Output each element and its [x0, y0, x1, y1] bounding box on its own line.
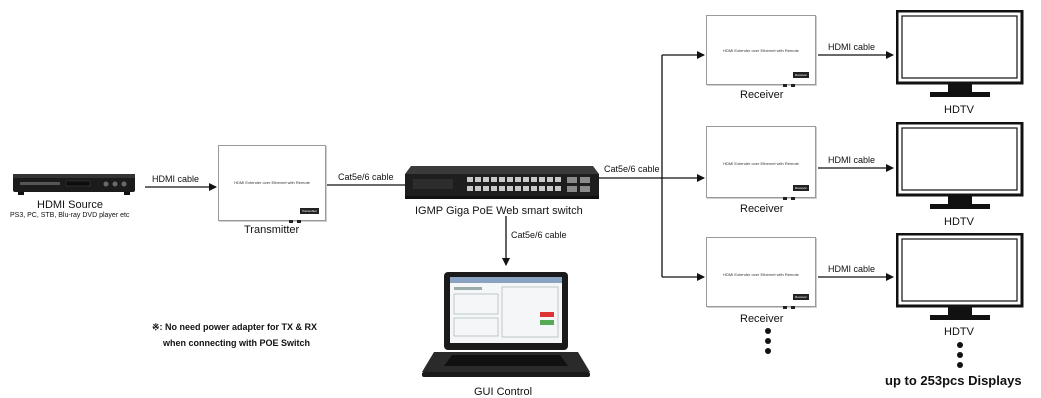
continuation-dot	[765, 338, 771, 344]
continuation-dot	[957, 352, 963, 358]
receiver-badge: Receiver	[793, 294, 809, 300]
note-line-2: when connecting with POE Switch	[163, 338, 311, 348]
hdmi-source-device	[12, 170, 136, 198]
receiver-foot	[791, 306, 795, 309]
source-title: HDMI Source	[37, 199, 104, 211]
transmitter-badge: Transmitter	[299, 208, 319, 214]
receiver-caption-2: Receiver	[740, 203, 784, 215]
receiver-badge: Receiver	[793, 185, 809, 191]
receiver-box-2: HDMI Extender over Ethernet with Remote …	[706, 126, 816, 200]
tv-monitor-icon	[895, 232, 1024, 320]
hdtv-3	[895, 232, 1024, 325]
receiver-caption-3: Receiver	[740, 313, 784, 325]
receiver-foot	[791, 84, 795, 87]
receiver-foot	[783, 197, 787, 200]
cable-label-tx-switch: Cat5e/6 cable	[338, 172, 394, 182]
gui-caption: GUI Control	[474, 386, 533, 398]
transmitter-foot	[289, 220, 293, 223]
receiver-foot	[783, 84, 787, 87]
cable-label-rx1-tv: HDMI cable	[828, 42, 876, 52]
cable-label-switch-rx: Cat5e/6 cable	[604, 164, 660, 174]
poe-switch	[405, 160, 599, 200]
tv-monitor-icon	[895, 121, 1024, 209]
transmitter-box: HDMI Extender over Ethernet with Remote …	[218, 145, 326, 223]
cable-label-rx2-tv: HDMI cable	[828, 155, 876, 165]
transmitter-foot	[297, 220, 301, 223]
receiver-badge: Receiver	[793, 72, 809, 78]
continuation-dot	[957, 362, 963, 368]
receiver-box-text: HDMI Extender over Ethernet with Remote	[723, 272, 799, 277]
continuation-dot	[765, 348, 771, 354]
displays-count-label: up to 253pcs Displays	[885, 373, 1022, 388]
receiver-box-text: HDMI Extender over Ethernet with Remote	[723, 48, 799, 53]
cable-label-rx3-tv: HDMI cable	[828, 264, 876, 274]
network-switch-icon	[405, 166, 599, 199]
receiver-box-1: HDMI Extender over Ethernet with Remote …	[706, 15, 816, 87]
continuation-dot	[765, 328, 771, 334]
receiver-caption-1: Receiver	[740, 89, 784, 101]
laptop-gui	[422, 272, 590, 382]
hdtv-2	[895, 121, 1024, 214]
hdtv-caption-1: HDTV	[944, 104, 974, 116]
hdtv-caption-3: HDTV	[944, 326, 974, 338]
source-subtitle: PS3, PC, STB, Blu-ray DVD player etc	[10, 212, 130, 219]
laptop-icon	[422, 272, 590, 377]
switch-caption: IGMP Giga PoE Web smart switch	[415, 205, 583, 217]
tv-monitor-icon	[895, 9, 1024, 97]
hdtv-caption-2: HDTV	[944, 216, 974, 228]
receiver-foot	[791, 197, 795, 200]
receiver-foot	[783, 306, 787, 309]
receiver-box-3: HDMI Extender over Ethernet with Remote …	[706, 237, 816, 309]
bluray-player-icon	[13, 174, 135, 195]
hdtv-1	[895, 9, 1024, 102]
transmitter-box-text: HDMI Extender over Ethernet with Remote	[234, 180, 310, 185]
cable-label-src-tx: HDMI cable	[152, 174, 200, 184]
transmitter-caption: Transmitter	[244, 224, 300, 236]
continuation-dot	[957, 342, 963, 348]
receiver-box-text: HDMI Extender over Ethernet with Remote	[723, 161, 799, 166]
note-line-1: ※: No need power adapter for TX & RX	[152, 322, 318, 332]
cable-label-switch-gui: Cat5e/6 cable	[511, 230, 567, 240]
